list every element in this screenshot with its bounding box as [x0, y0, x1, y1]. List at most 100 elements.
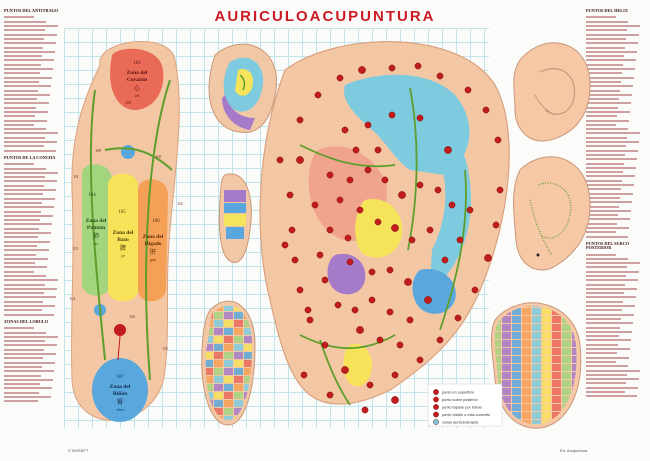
acupuncture-point: [484, 254, 492, 262]
list-line-placeholder: [4, 127, 64, 131]
acupuncture-point: [456, 236, 464, 244]
mosaic-cell: [552, 396, 561, 403]
list-line-placeholder: [4, 37, 64, 41]
mosaic-cell: [552, 372, 561, 379]
list-line-placeholder: [4, 356, 64, 360]
mosaic-cell: [494, 306, 501, 307]
mosaic-cell: [542, 404, 551, 411]
heart-zone-roman: xin: [134, 93, 140, 98]
list-line-placeholder: [586, 84, 646, 88]
mosaic-cell: [522, 324, 531, 331]
list-line-placeholder: [4, 63, 64, 67]
kidney-zone-glyph: 腎: [117, 398, 123, 406]
mosaic-cell: [542, 380, 551, 387]
list-line-placeholder: [4, 218, 64, 222]
liver-zone-roman: gan: [150, 257, 156, 262]
acupuncture-point: [391, 224, 399, 232]
list-line-placeholder: [586, 334, 646, 338]
list-line-placeholder: [4, 149, 64, 153]
mosaic-cell: [224, 376, 233, 383]
list-line-placeholder: [586, 347, 646, 351]
cavum-yellow: [355, 199, 403, 258]
poster-title: AURICULOACUPUNTURA: [214, 8, 436, 25]
mosaic-cell: [552, 316, 561, 323]
mosaic-cell: [234, 384, 243, 391]
mosaic-cell: [532, 340, 541, 347]
heart-zone-label-2: Corazón: [127, 77, 147, 83]
lung-zone-glyph: 肺: [93, 233, 99, 240]
mosaic-cell: [512, 308, 521, 315]
tongue-zone-number-mark: 112: [177, 202, 183, 206]
list-line-placeholder: [586, 106, 646, 110]
mosaic-cell: [552, 364, 561, 371]
main-ear-points: [276, 62, 504, 414]
mosaic-cell: [502, 380, 511, 387]
mosaic-cell: [254, 400, 263, 407]
mosaic-cell: [502, 364, 511, 371]
mosaic-cell: [214, 344, 223, 351]
acupuncture-point: [276, 156, 284, 164]
list-line-placeholder: [4, 278, 64, 282]
mosaic-cell: [254, 360, 263, 367]
acupuncture-point: [398, 191, 406, 199]
acupuncture-point: [388, 64, 396, 72]
mosaic-cell: [532, 292, 541, 299]
list-line-placeholder: [4, 110, 64, 114]
list-line-placeholder: [4, 192, 64, 196]
list-line-placeholder: [586, 67, 646, 71]
list-line-placeholder: [4, 360, 64, 364]
acupuncture-point: [471, 286, 479, 294]
acupuncture-point: [316, 251, 324, 259]
acupuncture-point: [441, 256, 449, 264]
legend-marker: [433, 419, 439, 425]
mosaic-cell: [512, 292, 521, 299]
mosaic-cell: [572, 356, 577, 363]
list-line-placeholder: [586, 222, 646, 226]
list-line-placeholder: [4, 270, 64, 274]
list-line-placeholder: [586, 287, 646, 291]
spleen-zone-glyph: 脾: [120, 244, 126, 252]
mosaic-cell: [572, 372, 577, 379]
lung-zone-label-1: Zona del: [86, 218, 107, 224]
acupuncture-point: [436, 336, 444, 344]
mosaic-cell: [494, 332, 501, 339]
list-line-placeholder: [4, 45, 64, 49]
acupuncture-point: [374, 218, 382, 226]
mosaic-cell: [512, 356, 521, 363]
acupuncture-point: [448, 201, 456, 209]
list-line-placeholder: [4, 205, 64, 209]
mosaic-cell: [542, 324, 551, 331]
acupuncture-point: [351, 306, 359, 314]
acupuncture-point: [326, 391, 334, 399]
mosaic-cell: [522, 308, 531, 315]
heart-zone-number: 103: [133, 61, 141, 66]
mosaic-cell: [214, 400, 223, 407]
tongue-meridian-right: [145, 79, 171, 381]
list-line-placeholder: [586, 75, 646, 79]
mosaic-cell: [254, 304, 263, 311]
mosaic-cell: [224, 352, 233, 359]
list-line-placeholder: [586, 364, 646, 368]
acupuncture-point: [368, 268, 376, 276]
mosaic-cell: [234, 368, 243, 375]
acupuncture-point: [296, 286, 304, 294]
mosaic-cell: [572, 412, 577, 419]
acupuncture-point: [334, 301, 342, 309]
mosaic-cell: [562, 356, 571, 363]
left-point-list: PUNTOS DEL ANTITRAGO PUNTOS DE LA CONCHA…: [4, 6, 64, 455]
mosaic-cell: [552, 404, 561, 411]
legend-marker: [433, 396, 439, 403]
mosaic-cell: [542, 420, 551, 425]
mosaic-cell: [562, 332, 571, 339]
list-line-placeholder: [4, 339, 64, 343]
list-line-placeholder: [586, 179, 646, 183]
mosaic-cell: [214, 408, 223, 415]
mosaic-cell: [254, 296, 263, 303]
list-line-placeholder: [4, 308, 64, 312]
acupuncture-point: [408, 236, 416, 244]
ear-meridian-4: [319, 339, 351, 406]
list-line-placeholder: [4, 373, 64, 377]
list-line-placeholder: [586, 321, 646, 325]
